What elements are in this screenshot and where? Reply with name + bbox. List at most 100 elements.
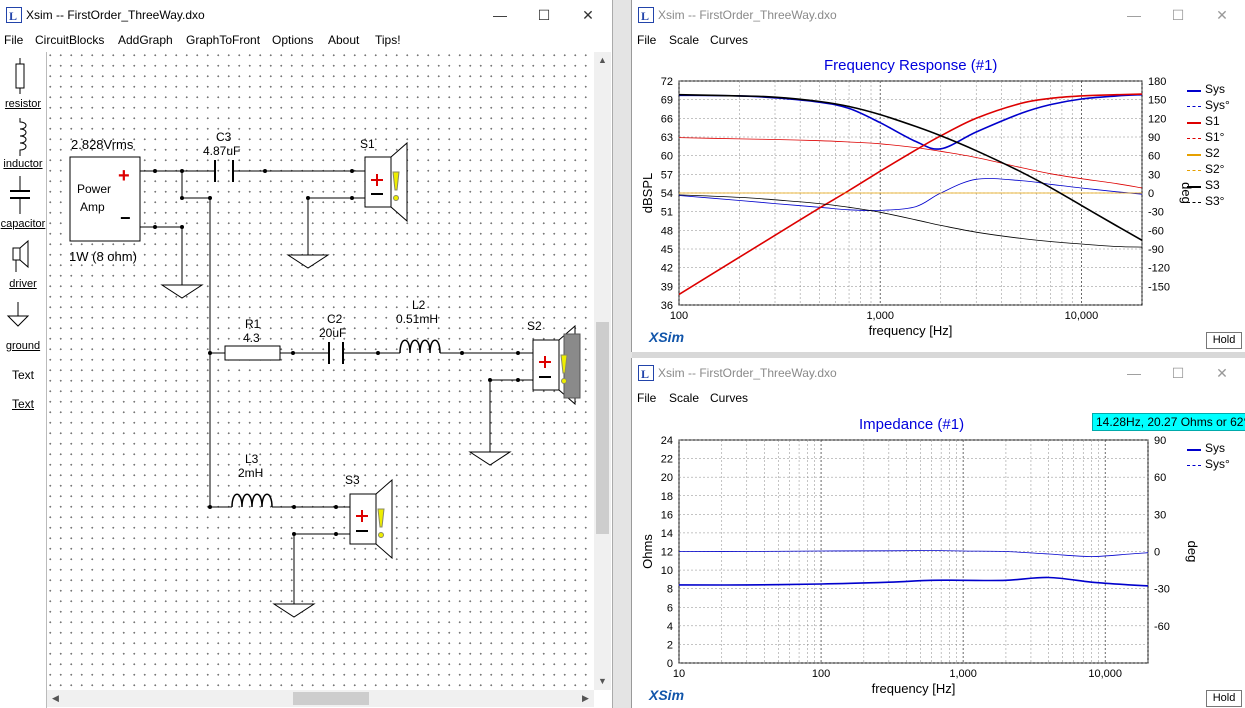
y2-tick-label: 60	[1148, 151, 1160, 163]
legend-item[interactable]: S3	[1187, 178, 1245, 194]
speaker-driver-icon	[12, 239, 29, 272]
y-tick-label: 69	[661, 95, 673, 107]
series-line-s1	[679, 93, 1142, 296]
frequency-response-plot[interactable]: 36394245485154576063666972-150-120-90-60…	[632, 0, 1245, 352]
menu-tips[interactable]: Tips!	[375, 33, 401, 47]
menu-graphtofront[interactable]: GraphToFront	[186, 33, 261, 47]
x-axis-label: frequency [Hz]	[872, 681, 956, 696]
maximize-button[interactable]: ☐	[1171, 365, 1185, 381]
tool-text-plain[interactable]: Text	[0, 366, 46, 388]
menu-scale[interactable]: Scale	[669, 391, 700, 405]
scroll-up-arrow-icon[interactable]: ▲	[594, 52, 611, 69]
tool-text-link-label: Text	[11, 397, 34, 411]
tool-driver[interactable]: driver	[0, 238, 46, 294]
ground-s2	[468, 451, 512, 466]
y-tick-label: 54	[661, 188, 673, 200]
minimize-button[interactable]: —	[1127, 365, 1141, 381]
menu-circuitblocks[interactable]: CircuitBlocks	[35, 33, 105, 47]
maximize-button[interactable]: ☐	[1171, 7, 1185, 23]
y2-tick-label: 60	[1154, 472, 1166, 484]
menu-about[interactable]: About	[328, 33, 360, 47]
close-button[interactable]: ✕	[582, 7, 594, 23]
window-title: Xsim -- FirstOrder_ThreeWay.dxo	[26, 8, 205, 22]
plot-area: 36394245485154576063666972-150-120-90-60…	[640, 76, 1194, 338]
series-line-s1-phase	[679, 137, 1142, 189]
svg-text:L: L	[641, 9, 649, 23]
scroll-left-arrow-icon[interactable]: ◀	[47, 690, 64, 707]
background-window-strip	[612, 0, 632, 708]
menu-scale[interactable]: Scale	[669, 33, 700, 47]
amp-power-label: 1W (8 ohm)	[69, 249, 137, 264]
legend-item[interactable]: Sys°	[1187, 98, 1245, 114]
legend-item[interactable]: Sys°	[1187, 457, 1245, 473]
r1-name: R1	[245, 317, 261, 331]
minimize-button[interactable]: —	[493, 7, 507, 23]
y-tick-label: 45	[661, 244, 673, 256]
speaker-s3	[349, 478, 393, 560]
scroll-down-arrow-icon[interactable]: ▼	[594, 673, 611, 690]
speaker-s2	[532, 324, 581, 406]
legend-item[interactable]: Sys	[1187, 82, 1245, 98]
title-bar: L Xsim -- FirstOrder_ThreeWay.dxo — ☐ ✕	[632, 0, 1245, 30]
y2-tick-label: 120	[1148, 113, 1166, 125]
y-tick-label: 66	[661, 113, 673, 125]
tool-ground[interactable]: ground	[0, 300, 46, 356]
ground-s1	[286, 254, 330, 269]
maximize-button[interactable]: ☐	[537, 7, 551, 23]
tool-inductor-label: inductor	[3, 158, 43, 170]
hold-button[interactable]: Hold	[1206, 690, 1242, 707]
horizontal-scroll-thumb[interactable]	[293, 692, 369, 705]
l3-name: L3	[245, 452, 259, 466]
x-tick-label: 10,000	[1088, 668, 1122, 680]
menu-curves[interactable]: Curves	[710, 33, 749, 47]
legend-item[interactable]: Sys	[1187, 441, 1245, 457]
close-button[interactable]: ✕	[1216, 7, 1228, 23]
tool-capacitor[interactable]: capacitor	[0, 174, 46, 232]
scroll-right-arrow-icon[interactable]: ▶	[577, 690, 594, 707]
y-tick-label: 18	[661, 491, 673, 503]
y2-tick-label: 180	[1148, 76, 1166, 88]
y2-tick-label: 30	[1148, 169, 1160, 181]
legend-item[interactable]: S1	[1187, 114, 1245, 130]
source-voltage-label: 2.828Vrms	[71, 137, 134, 152]
vertical-scrollbar[interactable]: ▲ ▼	[594, 52, 611, 690]
minimize-button[interactable]: —	[1127, 7, 1141, 23]
legend-item[interactable]: S2	[1187, 146, 1245, 162]
menu-bar: File Scale Curves	[632, 388, 1245, 408]
amp-plus-terminal: +	[118, 165, 130, 187]
c2-value: 20uF	[319, 326, 347, 340]
y2-tick-label: 150	[1148, 95, 1166, 107]
menu-options[interactable]: Options	[272, 33, 314, 47]
inductor-l2	[399, 339, 441, 354]
y-tick-label: 36	[661, 300, 673, 312]
close-button[interactable]: ✕	[1216, 365, 1228, 381]
y2-tick-label: -90	[1148, 244, 1164, 256]
l2-value: 0.51mH	[396, 312, 439, 326]
menu-file[interactable]: File	[4, 33, 24, 47]
horizontal-scrollbar[interactable]: ◀ ▶	[47, 690, 594, 707]
x-tick-label: 10	[673, 668, 685, 680]
menu-file[interactable]: File	[637, 391, 657, 405]
y2-tick-label: 90	[1148, 132, 1160, 144]
series-line-sys-phase	[679, 550, 1148, 557]
tool-text-plain-label: Text	[11, 368, 34, 382]
legend-item[interactable]: S3°	[1187, 194, 1245, 210]
x-axis-label: frequency [Hz]	[869, 323, 953, 338]
legend-item[interactable]: S2°	[1187, 162, 1245, 178]
tool-text-link[interactable]: Text	[0, 395, 46, 417]
series-line-s3	[679, 93, 1142, 241]
vertical-scroll-thumb[interactable]	[596, 322, 609, 534]
y-tick-label: 20	[661, 472, 673, 484]
hold-button[interactable]: Hold	[1206, 332, 1242, 349]
menu-curves[interactable]: Curves	[710, 391, 749, 405]
xsim-logo: XSim	[649, 329, 685, 345]
menu-addgraph[interactable]: AddGraph	[118, 33, 173, 47]
legend-item[interactable]: S1°	[1187, 130, 1245, 146]
s3-label: S3	[345, 473, 360, 487]
y-tick-label: 8	[667, 584, 673, 596]
tool-inductor[interactable]: inductor	[0, 116, 46, 172]
ground-icon	[6, 302, 30, 327]
tool-resistor[interactable]: resistor	[0, 56, 46, 112]
menu-file[interactable]: File	[637, 33, 657, 47]
